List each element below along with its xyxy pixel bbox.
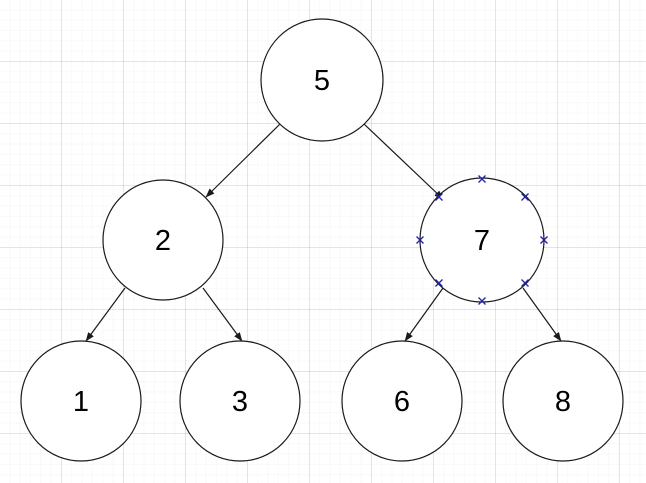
nodes-layer: 5 2 7 1 3 6 8 — [20, 18, 624, 462]
tree-edge-n5-to-n2[interactable] — [205, 123, 281, 198]
node-circle-2[interactable] — [102, 179, 224, 301]
edges-layer — [85, 123, 562, 342]
connection-anchor-west-icon[interactable] — [416, 236, 424, 244]
connection-anchor-south-icon[interactable] — [478, 297, 486, 305]
anchor-stroke — [540, 236, 548, 244]
tree-edge-n2-to-n3[interactable] — [202, 287, 243, 342]
node-label-1: 1 — [73, 386, 89, 418]
tree-node-1[interactable]: 1 — [20, 340, 142, 462]
tree-node-3[interactable]: 3 — [179, 340, 301, 462]
anchor-stroke — [435, 193, 443, 201]
node-circle-6[interactable] — [341, 340, 463, 462]
anchor-stroke — [416, 236, 424, 244]
node-label-5: 5 — [314, 65, 330, 97]
connection-anchors-layer — [416, 175, 548, 305]
node-label-7: 7 — [474, 225, 490, 257]
connection-anchor-north-east-icon[interactable] — [521, 193, 529, 201]
node-circle-8[interactable] — [502, 340, 624, 462]
anchor-stroke — [521, 193, 529, 201]
node-label-2: 2 — [155, 225, 171, 257]
connection-anchor-north-west-icon[interactable] — [435, 193, 443, 201]
tree-node-8[interactable]: 8 — [502, 340, 624, 462]
anchor-stroke — [435, 279, 443, 287]
connection-anchor-north-icon[interactable] — [478, 175, 486, 183]
node-circle-3[interactable] — [179, 340, 301, 462]
tree-node-6[interactable]: 6 — [341, 340, 463, 462]
node-label-6: 6 — [394, 386, 410, 418]
tree-node-2[interactable]: 2 — [102, 179, 224, 301]
tree-edge-n5-to-n7[interactable] — [363, 123, 444, 200]
tree-edge-n7-to-n8[interactable] — [522, 287, 562, 342]
node-label-8: 8 — [555, 386, 571, 418]
tree-edge-n2-to-n1[interactable] — [85, 287, 126, 342]
tree-edge-n7-to-n6[interactable] — [404, 287, 444, 342]
connection-anchor-east-icon[interactable] — [540, 236, 548, 244]
connection-anchor-south-west-icon[interactable] — [435, 279, 443, 287]
anchor-stroke — [478, 175, 486, 183]
connection-anchor-south-east-icon[interactable] — [521, 279, 529, 287]
node-circle-5[interactable] — [260, 18, 384, 142]
anchor-stroke — [521, 279, 529, 287]
tree-node-5[interactable]: 5 — [260, 18, 384, 142]
node-circle-1[interactable] — [20, 340, 142, 462]
node-label-3: 3 — [232, 386, 248, 418]
anchor-stroke — [478, 297, 486, 305]
